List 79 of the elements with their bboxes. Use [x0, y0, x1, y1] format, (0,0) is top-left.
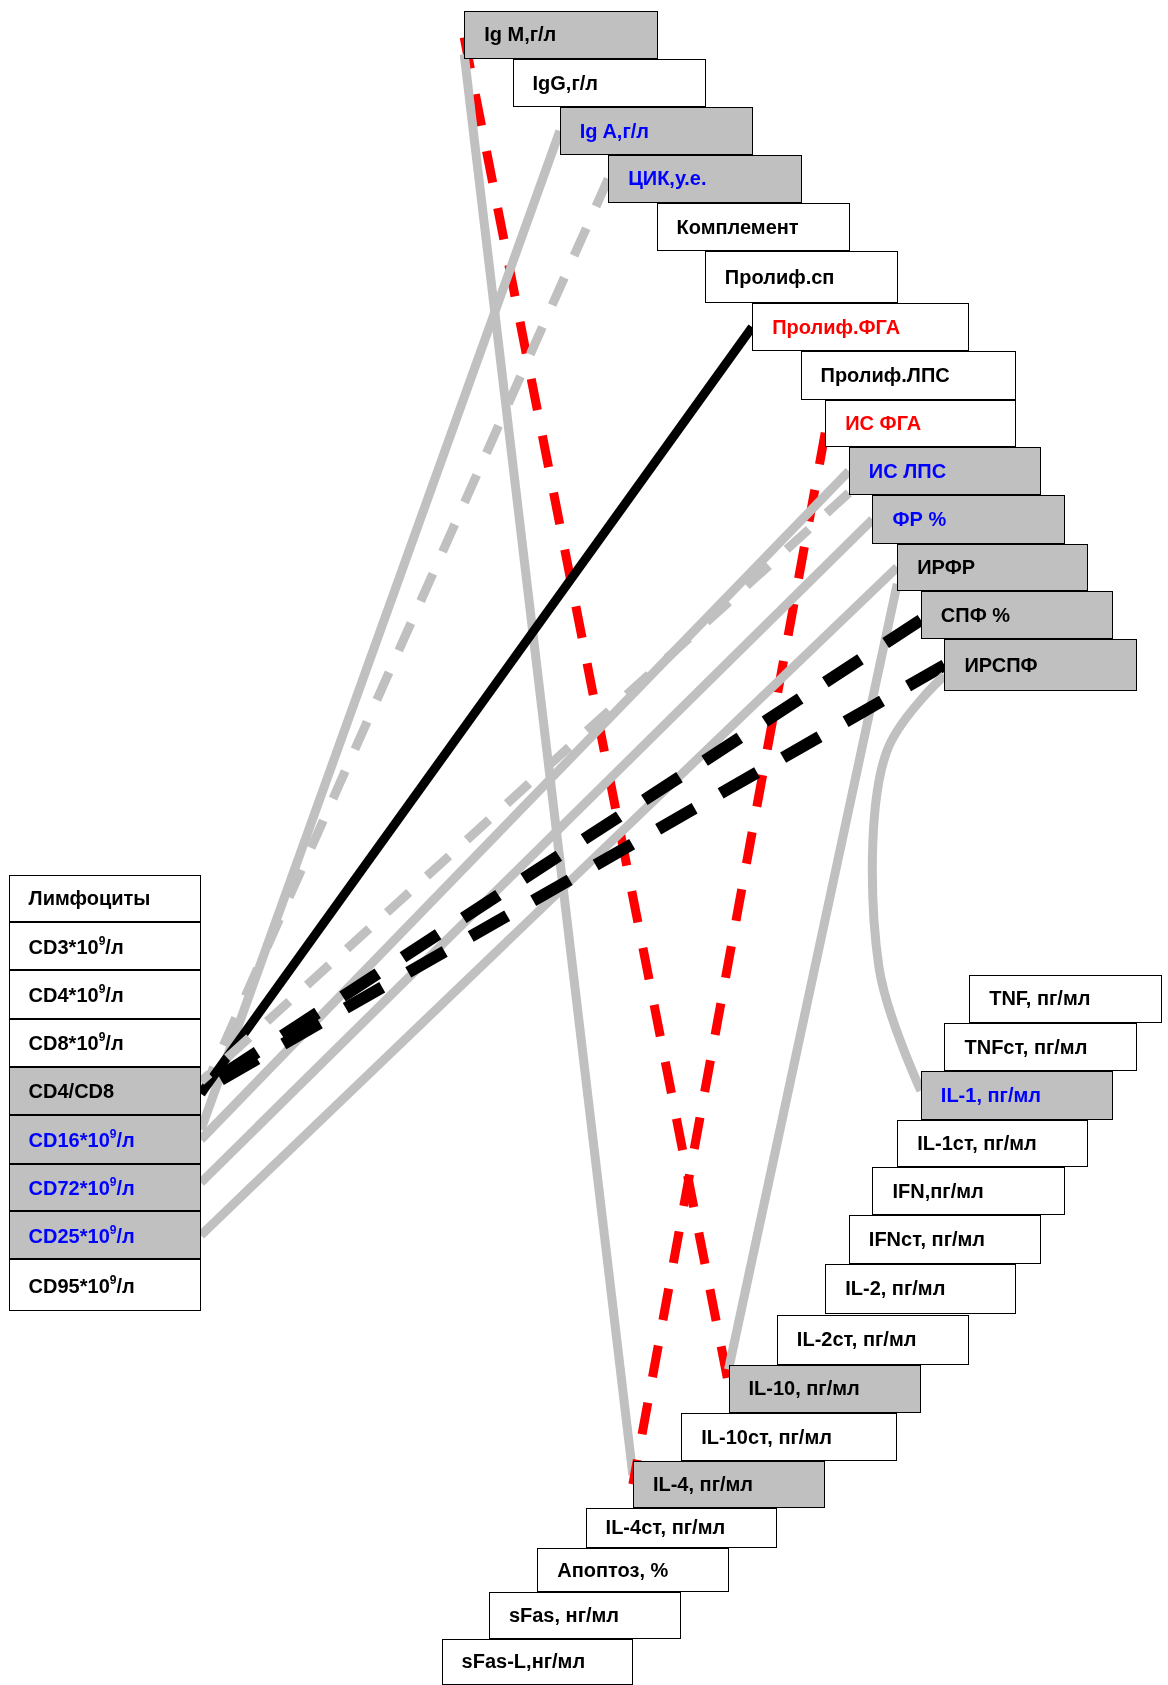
box-label: IL-4ст, пг/мл	[605, 1516, 726, 1540]
box-label: IFNст, пг/мл	[868, 1227, 986, 1251]
box-label: Ig A,г/л	[579, 119, 649, 143]
box-label: CD8*10$^{9}$/л	[28, 1030, 124, 1056]
box-label: CD16*10$^{9}$/л	[28, 1127, 135, 1152]
box-label: IL-10ст, пг/мл	[701, 1425, 832, 1449]
connector-line	[459, 53, 638, 1476]
box-label: IL-4, пг/мл	[652, 1472, 753, 1496]
box-label: ИРФР	[917, 555, 976, 579]
box-label: IL-1, пг/мл	[940, 1083, 1041, 1107]
box-label: CD72*10$^{9}$/л	[28, 1174, 135, 1200]
label-box	[872, 495, 1065, 544]
box-label: CD4*10$^{9}$/л	[28, 981, 124, 1007]
label-box	[776, 1315, 970, 1365]
label-box	[441, 1638, 633, 1685]
box-label: IFN,пг/мл	[892, 1179, 984, 1203]
box-label: Апоптоз, %	[557, 1558, 669, 1582]
box-label: CD3*10$^{9}$/л	[28, 933, 124, 959]
box-label: CD25*10$^{9}$/л	[28, 1222, 135, 1248]
box-label: Комплемент	[676, 215, 799, 239]
box-label: ЦИК,у.е.	[628, 167, 707, 191]
label-box	[800, 351, 1017, 400]
box-label: IgG,г/л	[532, 71, 598, 95]
box-label: Ig M,г/л	[484, 23, 557, 47]
box-label: ИС ФГА	[845, 411, 922, 435]
box-label: ФР %	[892, 508, 947, 531]
label-box	[488, 1592, 682, 1639]
box-label: Пролиф.ЛПС	[820, 364, 950, 388]
label-box	[512, 59, 706, 108]
label-box	[8, 1210, 201, 1260]
label-box	[559, 107, 754, 155]
label-box	[8, 874, 201, 922]
label-box	[656, 203, 850, 252]
box-label: IL-2ст, пг/мл	[796, 1328, 917, 1352]
box-label: sFas, нг/мл	[508, 1604, 620, 1627]
box-label: TNFст, пг/мл	[964, 1035, 1088, 1059]
box-label: IL-10, пг/мл	[748, 1377, 860, 1401]
dashed-connector	[628, 432, 830, 1486]
label-box	[897, 543, 1089, 591]
label-box	[8, 1066, 201, 1116]
label-box	[944, 639, 1137, 691]
label-box	[728, 1364, 921, 1413]
box-label: IL-2, пг/мл	[845, 1277, 946, 1301]
label-box	[920, 590, 1114, 640]
label-box	[969, 974, 1162, 1023]
label-box	[681, 1412, 898, 1462]
box-label: СПФ %	[940, 603, 1011, 627]
label-box	[825, 399, 1017, 447]
label-box	[872, 1166, 1065, 1216]
box-label: Пролиф.сп	[724, 265, 835, 289]
label-box	[537, 1548, 729, 1593]
label-box	[848, 447, 1042, 496]
label-box	[8, 970, 201, 1019]
box-label: ИС ЛПС	[868, 459, 947, 483]
box-label: ИРСПФ	[964, 653, 1038, 677]
label-box	[632, 1461, 826, 1508]
box-label: IL-1ст, пг/мл	[917, 1131, 1037, 1155]
label-box	[8, 921, 201, 971]
label-box	[8, 1115, 201, 1164]
box-label: TNF, пг/мл	[989, 987, 1091, 1011]
label-box	[920, 1071, 1114, 1120]
label-box	[704, 251, 899, 303]
label-box	[8, 1259, 201, 1311]
label-box	[8, 1163, 201, 1211]
label-box	[8, 1018, 201, 1067]
box-label: sFas-L,нг/мл	[461, 1650, 586, 1674]
label-box	[608, 154, 802, 204]
label-box	[825, 1263, 1017, 1315]
label-box	[848, 1215, 1042, 1264]
box-label: CD4/CD8	[28, 1079, 115, 1103]
label-box	[944, 1022, 1137, 1072]
connector-line	[724, 582, 902, 1371]
label-box	[585, 1507, 777, 1549]
label-box	[752, 303, 970, 352]
label-box	[464, 10, 658, 60]
box-label: Пролиф.ФГА	[772, 315, 901, 339]
label-box	[897, 1119, 1089, 1167]
box-label: Лимфоциты	[28, 886, 151, 910]
box-label: CD95*10$^{9}$/л	[28, 1272, 135, 1298]
